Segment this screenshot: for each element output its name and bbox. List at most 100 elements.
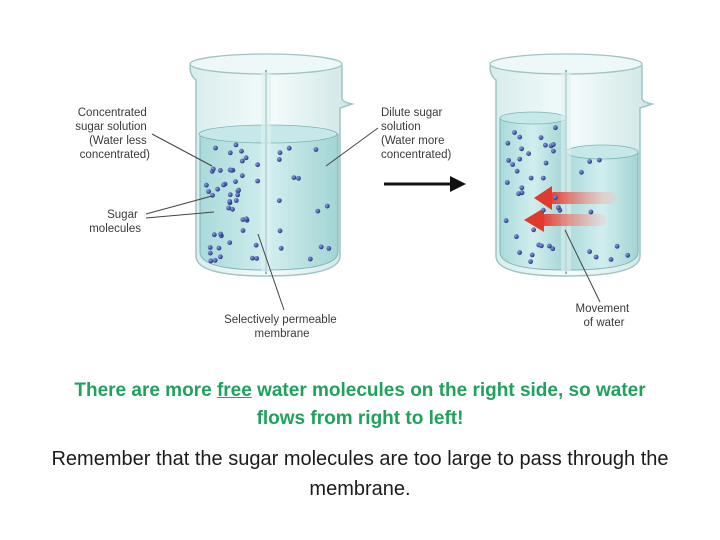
right-beaker bbox=[489, 53, 655, 277]
sugar-molecule bbox=[556, 205, 561, 211]
sugar-molecule bbox=[625, 252, 631, 258]
sugar-molecule bbox=[215, 186, 221, 192]
sugar-molecule bbox=[539, 243, 544, 249]
sugar-molecule bbox=[516, 191, 521, 197]
sugar-molecule bbox=[291, 175, 297, 181]
sugar-molecule bbox=[531, 227, 536, 233]
sugar-molecule bbox=[235, 192, 241, 198]
sugar-molecule bbox=[255, 178, 260, 184]
sugar-molecule bbox=[326, 246, 332, 251]
right-solution-right-side bbox=[565, 146, 639, 271]
sugar-molecule bbox=[552, 195, 558, 201]
sugar-molecule bbox=[596, 157, 602, 163]
sugar-molecule bbox=[229, 167, 234, 173]
sugar-molecule bbox=[318, 244, 324, 250]
sugar-molecule bbox=[221, 182, 226, 188]
sugar-molecule bbox=[207, 250, 213, 256]
sugar-molecule bbox=[218, 254, 223, 260]
sugar-molecule bbox=[550, 142, 556, 147]
sugar-molecule bbox=[233, 198, 239, 203]
sugar-molecule bbox=[313, 147, 319, 152]
sugar-molecule bbox=[233, 179, 238, 185]
sugar-molecule bbox=[227, 240, 233, 246]
sugar-molecule bbox=[514, 234, 519, 240]
sugar-molecule bbox=[233, 142, 239, 148]
sugar-molecule bbox=[529, 252, 535, 258]
sugar-molecule bbox=[206, 189, 212, 194]
sugar-molecule bbox=[588, 209, 594, 215]
pointer-lines bbox=[145, 127, 601, 311]
sugar-molecule bbox=[239, 173, 245, 179]
sugar-molecule bbox=[227, 199, 233, 204]
sugar-molecule bbox=[540, 207, 546, 213]
sugar-molecule bbox=[587, 249, 592, 255]
sugar-molecule bbox=[277, 228, 283, 234]
sugar-molecule bbox=[236, 187, 242, 193]
sugar-molecule bbox=[504, 180, 510, 185]
sugar-molecule bbox=[278, 245, 284, 251]
sugar-molecule bbox=[226, 205, 232, 211]
sugar-molecule bbox=[519, 185, 525, 191]
sugar-molecule bbox=[276, 198, 282, 204]
sugar-molecule bbox=[255, 162, 260, 168]
sugar-molecule bbox=[324, 203, 330, 209]
sugar-molecule bbox=[543, 160, 549, 166]
sugar-molecule bbox=[517, 156, 523, 162]
sugar-molecule bbox=[587, 159, 592, 164]
membrane-note: Remember that the sugar molecules are to… bbox=[51, 448, 669, 500]
sugar-molecule bbox=[540, 175, 546, 181]
caption-free-underlined: free bbox=[216, 380, 252, 401]
sugar-molecule bbox=[230, 206, 235, 212]
water-movement-arrows bbox=[524, 186, 616, 232]
sugar-molecule bbox=[207, 245, 213, 250]
sugar-molecule bbox=[517, 250, 522, 255]
sugar-molecule bbox=[543, 142, 548, 148]
sugar-molecule bbox=[503, 218, 509, 224]
label-membrane: Selectively permeable membrane bbox=[224, 314, 340, 340]
sugar-molecule bbox=[244, 216, 249, 222]
sugar-molecule bbox=[204, 182, 209, 188]
sugar-molecule bbox=[315, 208, 321, 214]
sugar-molecule bbox=[243, 155, 249, 161]
sugar-molecule bbox=[307, 256, 313, 262]
sugar-molecule bbox=[216, 245, 222, 251]
sugar-molecule bbox=[254, 256, 260, 261]
sugar-molecule bbox=[517, 134, 523, 140]
sugar-molecule bbox=[218, 231, 224, 237]
sugar-molecule bbox=[253, 242, 259, 248]
sugar-molecule bbox=[506, 158, 511, 163]
label-movement-of-water: Movement of water bbox=[576, 303, 633, 329]
sugar-molecule bbox=[550, 246, 556, 252]
sugar-molecule bbox=[227, 192, 233, 198]
label-concentrated: Concentrated sugar solution (Water less … bbox=[75, 107, 150, 161]
sugar-molecule bbox=[538, 135, 544, 141]
caption-line-2: flows from right to left! bbox=[256, 408, 464, 429]
sugar-molecule bbox=[579, 169, 584, 175]
sugar-molecule bbox=[519, 146, 524, 152]
sugar-molecule bbox=[277, 150, 283, 156]
sugar-molecule bbox=[212, 257, 218, 263]
sugar-molecule bbox=[614, 243, 620, 249]
sugar-molecule bbox=[217, 168, 223, 173]
sugar-molecule bbox=[505, 140, 511, 146]
sugar-molecule bbox=[240, 228, 246, 233]
sugar-molecule bbox=[276, 157, 282, 162]
sugar-molecule bbox=[239, 148, 244, 154]
label-sugar-molecules: Sugar molecules bbox=[89, 209, 141, 235]
sugar-molecule bbox=[551, 148, 556, 154]
sugar-molecule bbox=[240, 217, 246, 223]
sugar-molecule bbox=[593, 254, 599, 260]
sugar-molecule bbox=[608, 257, 614, 262]
sugar-molecule bbox=[553, 125, 558, 131]
sugar-molecule bbox=[526, 151, 531, 157]
label-dilute: Dilute sugar solution (Water more concen… bbox=[381, 107, 451, 161]
sugar-molecule bbox=[514, 168, 520, 174]
sugar-molecule bbox=[528, 175, 534, 181]
sugar-molecule bbox=[213, 145, 218, 151]
main-caption: There are more free water molecules on t… bbox=[0, 377, 720, 433]
sugar-molecule-dots bbox=[204, 125, 631, 264]
sugar-molecule bbox=[210, 166, 216, 172]
sugar-molecule bbox=[210, 192, 215, 198]
sugar-molecule bbox=[211, 232, 217, 238]
sugar-molecule bbox=[510, 162, 515, 167]
